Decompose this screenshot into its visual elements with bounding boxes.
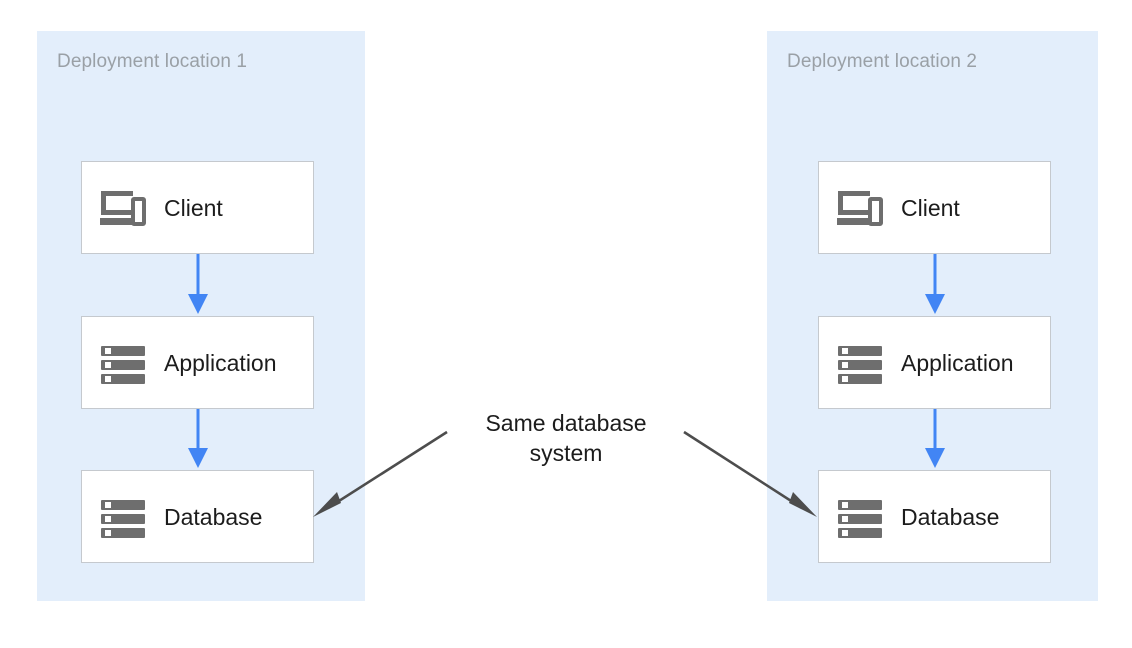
node-client-1[interactable]: Client (81, 161, 314, 254)
annotation-caption-line-2: system (529, 440, 603, 466)
client-devices-icon (100, 187, 146, 229)
node-client-1-label: Client (164, 194, 223, 221)
annotation-arrow-left (313, 430, 448, 517)
flow-application-2-to-database-2 (925, 409, 945, 468)
node-application-1[interactable]: Application (81, 316, 314, 409)
flow-client-2-to-application-2 (925, 254, 945, 314)
node-application-2[interactable]: Application (818, 316, 1051, 409)
node-client-2[interactable]: Client (818, 161, 1051, 254)
annotation-arrow-right (683, 430, 817, 517)
zone-2-title: Deployment location 2 (787, 51, 978, 72)
node-application-1-label: Application (164, 349, 277, 376)
server-icon (837, 342, 883, 384)
client-devices-icon (837, 187, 883, 229)
database-icon (837, 496, 883, 538)
zone-1-title: Deployment location 1 (57, 51, 248, 72)
server-icon (100, 342, 146, 384)
flow-client-1-to-application-1 (188, 254, 208, 314)
node-database-1-label: Database (164, 503, 263, 530)
node-database-2-label: Database (901, 503, 1000, 530)
node-client-2-label: Client (901, 194, 960, 221)
flow-application-1-to-database-1 (188, 409, 208, 468)
node-database-2[interactable]: Database (818, 470, 1051, 563)
node-application-2-label: Application (901, 349, 1014, 376)
database-icon (100, 496, 146, 538)
node-database-1[interactable]: Database (81, 470, 314, 563)
annotation-caption-line-1: Same database (485, 410, 647, 436)
annotation-caption: Same database system (446, 408, 686, 468)
